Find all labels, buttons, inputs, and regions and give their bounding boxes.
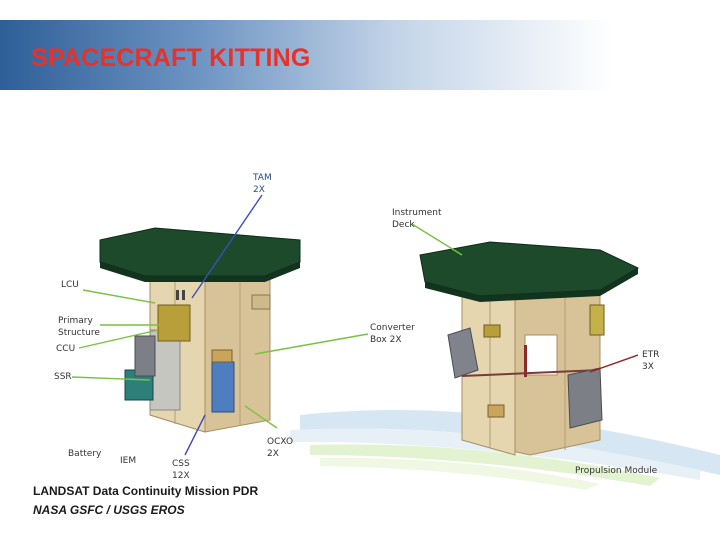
footer-org: NASA GSFC / USGS EROS <box>33 503 185 517</box>
label-css: CSS 12X <box>172 458 190 482</box>
label-primary-structure-line1: Primary <box>58 316 93 326</box>
label-primary-structure: Primary Structure <box>58 315 100 339</box>
right-spacecraft <box>419 241 640 456</box>
label-propulsion-module-line1: Propulsion Module <box>575 466 658 476</box>
label-etr-line2: 3X <box>642 362 654 372</box>
label-iem-line1: IEM <box>120 456 137 466</box>
label-ccu-line1: CCU <box>56 344 76 354</box>
label-lcu: LCU <box>61 279 79 291</box>
leader-css <box>184 414 206 456</box>
label-instrument-deck: Instrument Deck <box>392 207 442 231</box>
label-instrument-deck-line2: Deck <box>392 220 415 230</box>
leader-lines <box>71 194 639 456</box>
footer-mission: LANDSAT Data Continuity Mission PDR <box>33 484 259 498</box>
leader-ccu <box>78 329 159 349</box>
leader-instrument-deck <box>411 223 463 256</box>
label-css-line2: 12X <box>172 471 190 481</box>
label-ocxo-line2: 2X <box>267 449 279 459</box>
label-converter-box-line1: Converter <box>370 323 415 333</box>
background-swooshes <box>290 410 720 490</box>
label-propulsion-module: Propulsion Module <box>575 465 657 477</box>
title-banner <box>0 20 720 90</box>
leader-tam <box>191 194 263 299</box>
label-tam: TAM 2X <box>253 172 272 196</box>
leader-converter-box <box>254 333 369 355</box>
label-etr-line1: ETR <box>642 350 660 360</box>
label-ocxo: OCXO 2X <box>267 436 293 460</box>
slide-title: SPACECRAFT KITTING <box>31 44 311 72</box>
label-tam-line2: 2X <box>253 185 265 195</box>
label-ccu: CCU <box>56 343 75 355</box>
leader-lcu <box>82 289 156 304</box>
label-primary-structure-line2: Structure <box>58 328 100 338</box>
left-spacecraft <box>99 227 301 433</box>
label-etr: ETR 3X <box>642 349 659 373</box>
label-iem: IEM <box>120 455 136 467</box>
leader-etr <box>589 354 639 373</box>
label-battery: Battery <box>68 448 101 460</box>
label-ocxo-line1: OCXO <box>267 437 294 447</box>
label-ssr: SSR <box>54 371 72 383</box>
label-tam-line1: TAM <box>253 173 272 183</box>
label-converter-box-line2: Box 2X <box>370 335 402 345</box>
label-css-line1: CSS <box>172 459 190 469</box>
label-ssr-line1: SSR <box>54 372 72 382</box>
label-converter-box: Converter Box 2X <box>370 322 415 346</box>
label-lcu-line1: LCU <box>61 280 79 290</box>
label-battery-line1: Battery <box>68 449 102 459</box>
label-instrument-deck-line1: Instrument <box>392 208 442 218</box>
leader-ssr <box>71 376 151 381</box>
leader-ocxo <box>244 405 278 429</box>
